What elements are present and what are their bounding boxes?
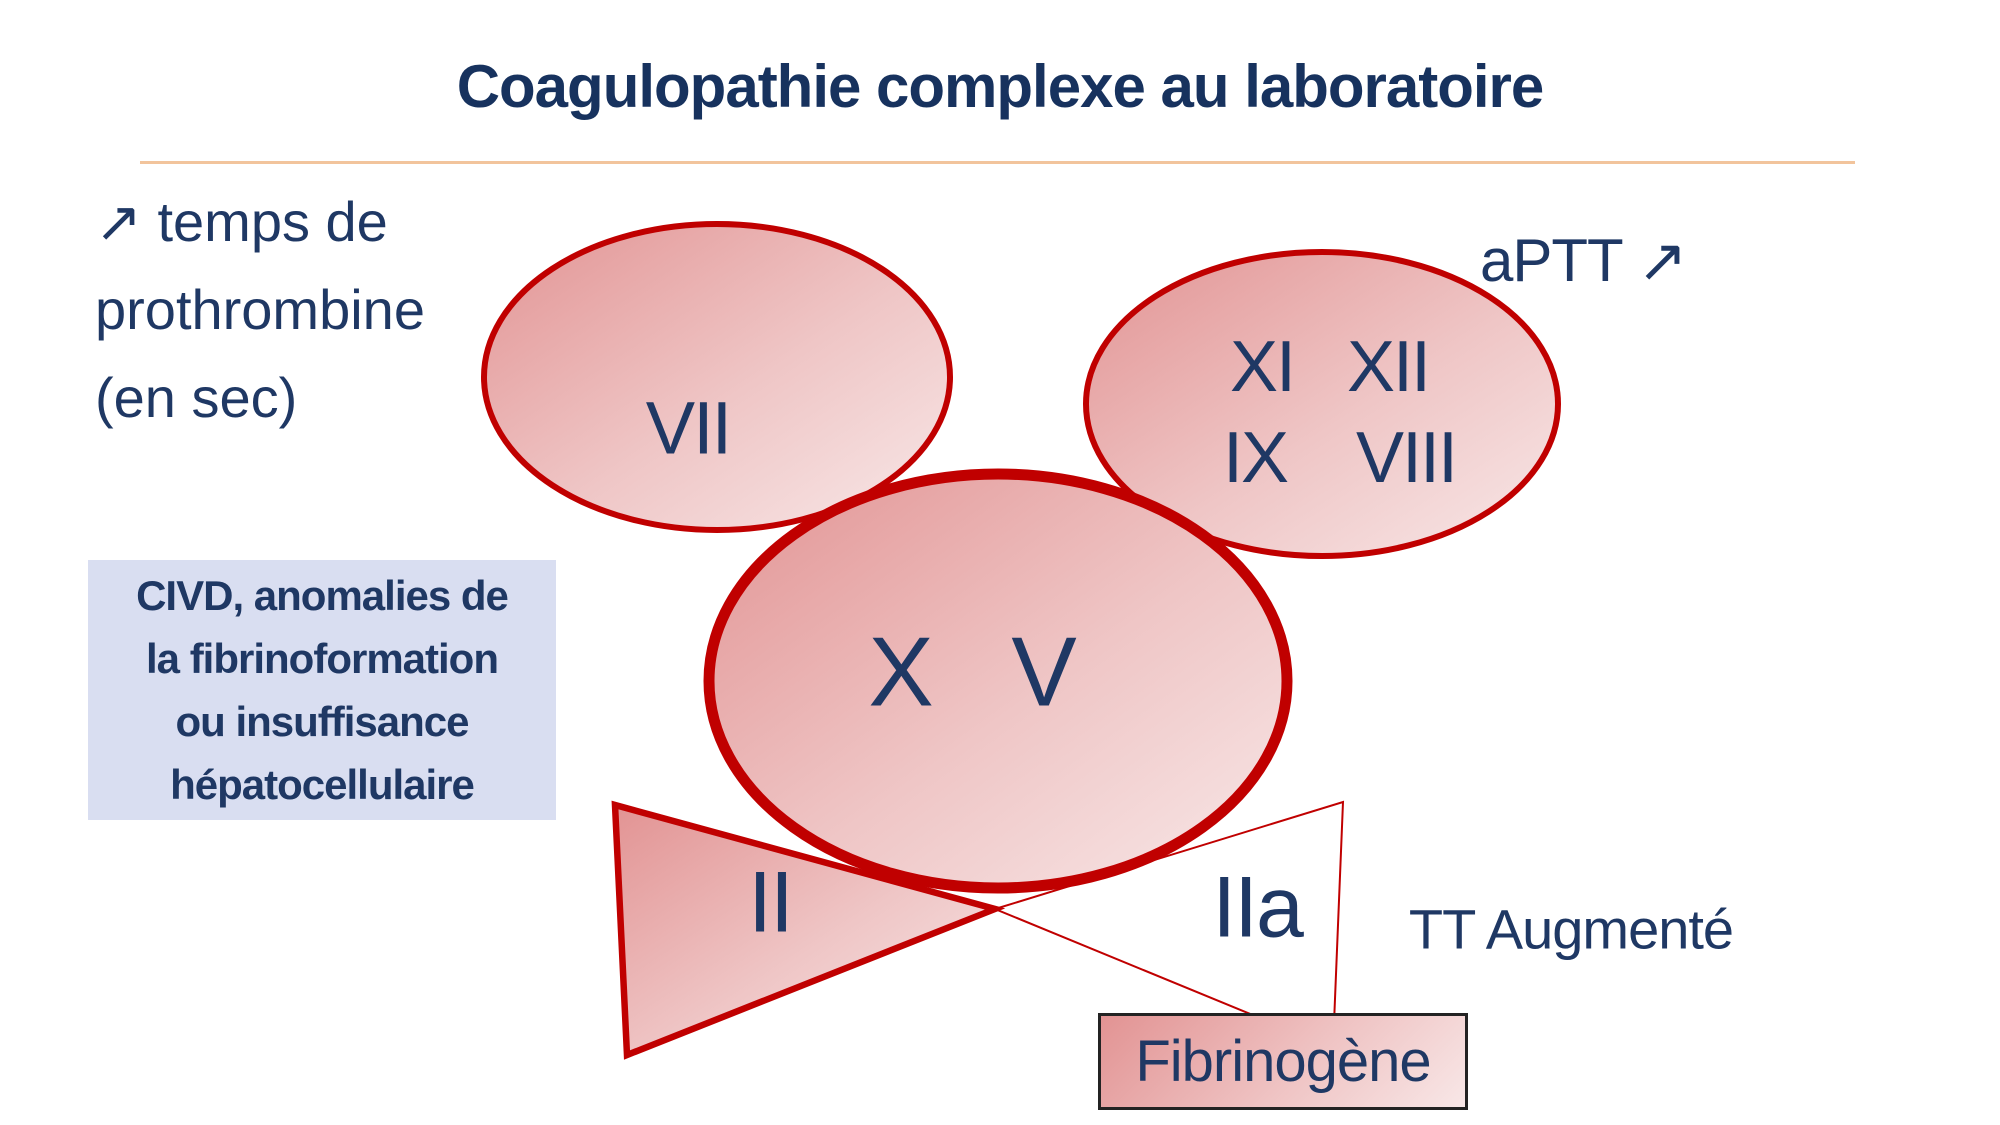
aptt-label: aPTT ↗ — [1480, 227, 1688, 294]
civd-note-line1: CIVD, anomalies de — [136, 572, 509, 619]
fibrinogen-box: Fibrinogène — [1098, 1013, 1468, 1110]
page-title: Coagulopathie complexe au laboratoire — [456, 53, 1545, 120]
factor-v: V — [1011, 616, 1076, 727]
fibrinogen-label: Fibrinogène — [1135, 1029, 1431, 1094]
extrinsic-pathway-ellipse — [481, 221, 953, 533]
common-pathway-ellipse — [703, 468, 1293, 894]
prothrombin-time-note-line1: ↗ temps de — [95, 190, 388, 253]
factor-xii: XII — [1346, 327, 1431, 407]
factor-xi: XI — [1229, 327, 1296, 407]
civd-note-box: CIVD, anomalies de la fibrinoformation o… — [88, 560, 556, 820]
factor-x: X — [868, 616, 933, 727]
prothrombin-triangle — [611, 800, 1006, 1060]
factor-viii: VIII — [1355, 418, 1458, 498]
civd-note-line3: ou insuffisance — [175, 698, 469, 745]
prothrombin-time-note-line2: prothrombine — [95, 278, 425, 341]
thrombin-triangle — [992, 800, 1345, 1050]
factor-vii: VII — [645, 386, 732, 470]
prothrombin-time-note: ↗ temps de prothrombine (en sec) — [95, 178, 425, 442]
title-underline — [140, 161, 1855, 164]
intrinsic-pathway-ellipse — [1083, 249, 1561, 559]
factor-ii: II — [748, 854, 794, 951]
factor-iia: IIa — [1212, 859, 1304, 956]
civd-note-line4: hépatocellulaire — [170, 761, 475, 808]
factor-ix: IX — [1222, 418, 1289, 498]
civd-note-line2: la fibrinoformation — [146, 635, 499, 682]
tt-augmente-label: TT Augmenté — [1408, 897, 1734, 961]
prothrombin-time-note-line3: (en sec) — [95, 366, 298, 429]
